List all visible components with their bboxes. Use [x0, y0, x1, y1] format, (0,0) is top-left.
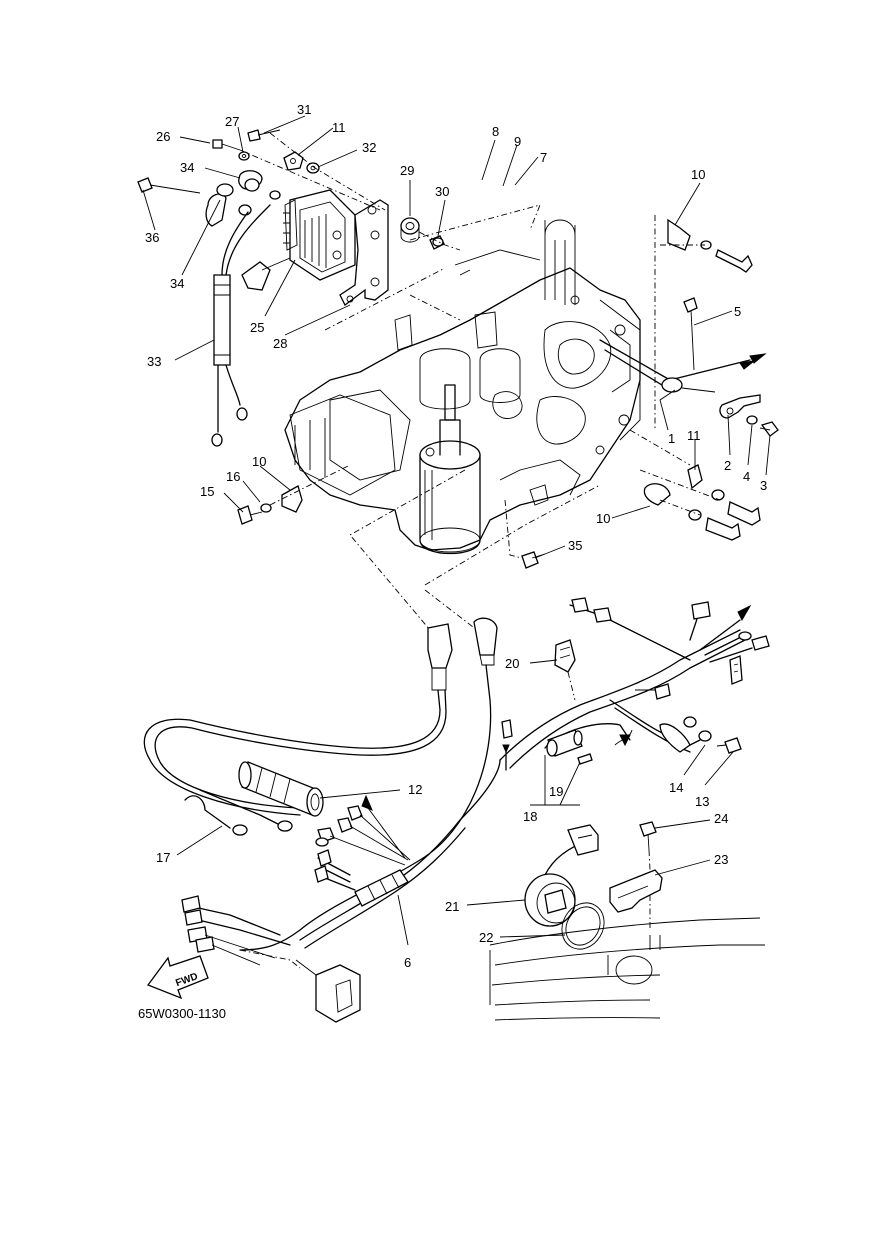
callout-36: 36 — [145, 230, 159, 245]
callout-12: 12 — [408, 782, 422, 797]
callout-35: 35 — [568, 538, 582, 553]
callout-20: 20 — [505, 656, 519, 671]
callout-7: 7 — [540, 150, 547, 165]
callout-33: 33 — [147, 354, 161, 369]
callout-34-top: 34 — [180, 160, 194, 175]
callout-16: 16 — [226, 469, 240, 484]
callout-29: 29 — [400, 163, 414, 178]
bolt-35 — [504, 499, 546, 569]
callout-21: 21 — [445, 899, 459, 914]
cdi-unit-assembly — [212, 129, 461, 306]
callout-10-right: 10 — [596, 511, 610, 526]
callout-9: 9 — [514, 134, 521, 149]
callout-27: 27 — [225, 114, 239, 129]
callout-15: 15 — [200, 484, 214, 499]
callout-4: 4 — [743, 469, 750, 484]
right-side-hardware — [599, 215, 779, 541]
callout-22: 22 — [479, 930, 493, 945]
callout-13: 13 — [695, 794, 709, 809]
callout-6: 6 — [404, 955, 411, 970]
callout-26: 26 — [156, 129, 170, 144]
callout-31: 31 — [297, 102, 311, 117]
wire-harness — [143, 469, 601, 1023]
left-side-hardware — [237, 464, 351, 525]
callout-17: 17 — [156, 850, 170, 865]
figure-code: 65W0300-1130 — [138, 1006, 226, 1021]
fwd-arrow: FWD — [146, 955, 209, 1000]
callout-23: 23 — [714, 852, 728, 867]
callout-24: 24 — [714, 811, 728, 826]
callout-18: 18 — [523, 809, 537, 824]
callout-10-left: 10 — [252, 454, 266, 469]
callout-11-right: 11 — [687, 428, 701, 443]
callout-11-top: 11 — [332, 120, 346, 135]
callout-28: 28 — [273, 336, 287, 351]
ignition-coil-and-leads — [137, 170, 281, 447]
callout-leaders — [142, 115, 771, 946]
callout-34-bottom: 34 — [170, 276, 184, 291]
callout-30: 30 — [435, 184, 449, 199]
callout-5: 5 — [734, 304, 741, 319]
callout-32: 32 — [362, 140, 376, 155]
callout-3: 3 — [760, 478, 767, 493]
callout-labels: 1 2 3 4 5 6 7 8 9 10 10 10 11 11 12 13 1… — [145, 102, 767, 970]
callout-25: 25 — [250, 320, 264, 335]
callout-8: 8 — [492, 124, 499, 139]
callout-10-top: 10 — [691, 167, 705, 182]
cowling-parts — [489, 821, 765, 1021]
right-harness — [499, 597, 770, 771]
callout-19: 19 — [549, 784, 563, 799]
callout-14: 14 — [669, 780, 683, 795]
callout-2: 2 — [724, 458, 731, 473]
callout-1: 1 — [668, 431, 675, 446]
